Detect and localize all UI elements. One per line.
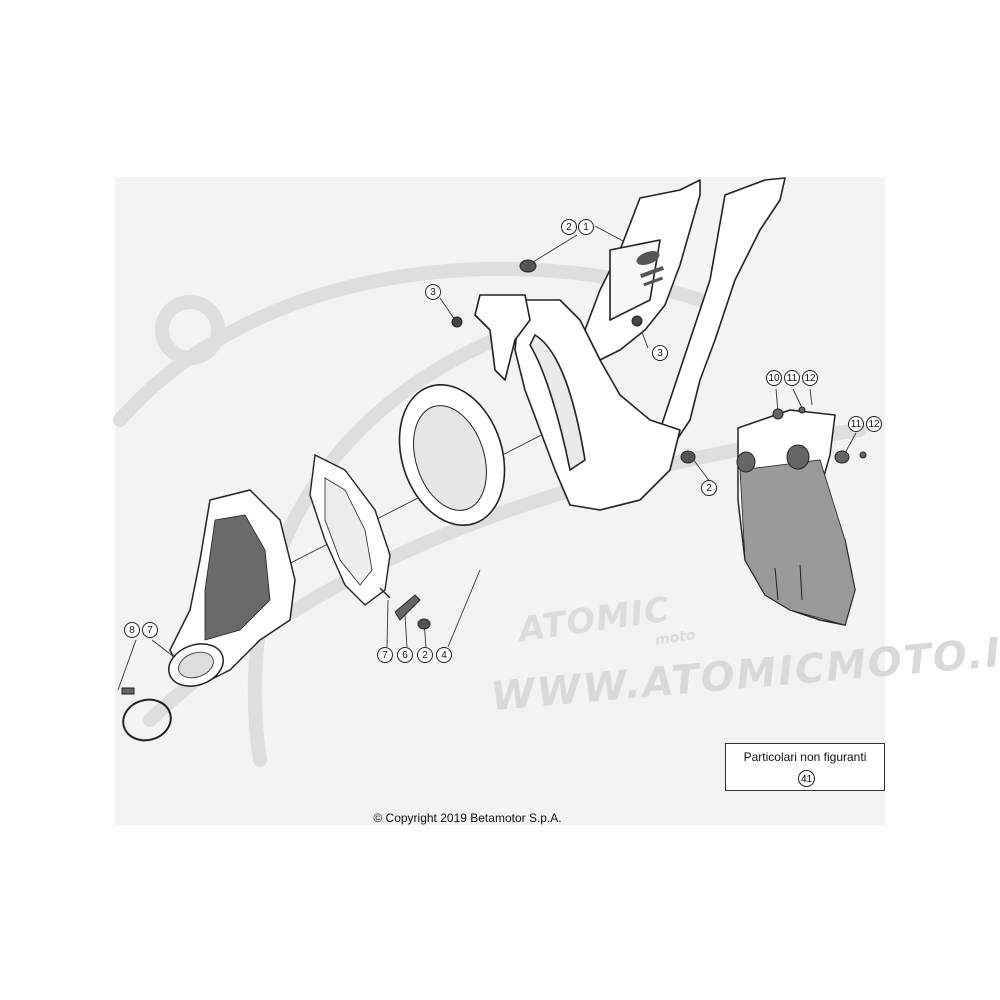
clip [394, 594, 421, 621]
legend-title: Particolari non figuranti [743, 750, 867, 764]
callout-3: 3 [652, 345, 668, 361]
legend-box: Particolari non figuranti 41 [725, 743, 885, 791]
callout-11: 11 [848, 416, 864, 432]
callout-10: 10 [766, 370, 782, 386]
callout-1: 1 [578, 219, 594, 235]
side-cover [737, 409, 856, 626]
callout-9: 8 [124, 622, 140, 638]
callout-12: 12 [866, 416, 882, 432]
callout-11: 11 [784, 370, 800, 386]
callout-4: 4 [436, 647, 452, 663]
hose-clamp [121, 687, 172, 742]
legend-part-number: 41 [798, 770, 815, 787]
cover-fasteners [736, 406, 867, 473]
airbox-frame [474, 177, 786, 511]
callout-8: 7 [142, 622, 158, 638]
grommets [417, 259, 696, 630]
intake-boot [168, 489, 296, 687]
callout-3: 3 [425, 284, 441, 300]
filter-cage [309, 453, 391, 606]
callout-6: 6 [397, 647, 413, 663]
air-filter [398, 384, 506, 526]
callout-12: 12 [802, 370, 818, 386]
airbox-logo [636, 251, 664, 287]
copyright-text: © Copyright 2019 Betamotor S.p.A. [373, 811, 562, 825]
screws [451, 315, 643, 328]
callout-2: 2 [417, 647, 433, 663]
callout-2: 2 [561, 219, 577, 235]
callout-7: 7 [377, 647, 393, 663]
callout-2: 2 [701, 480, 717, 496]
